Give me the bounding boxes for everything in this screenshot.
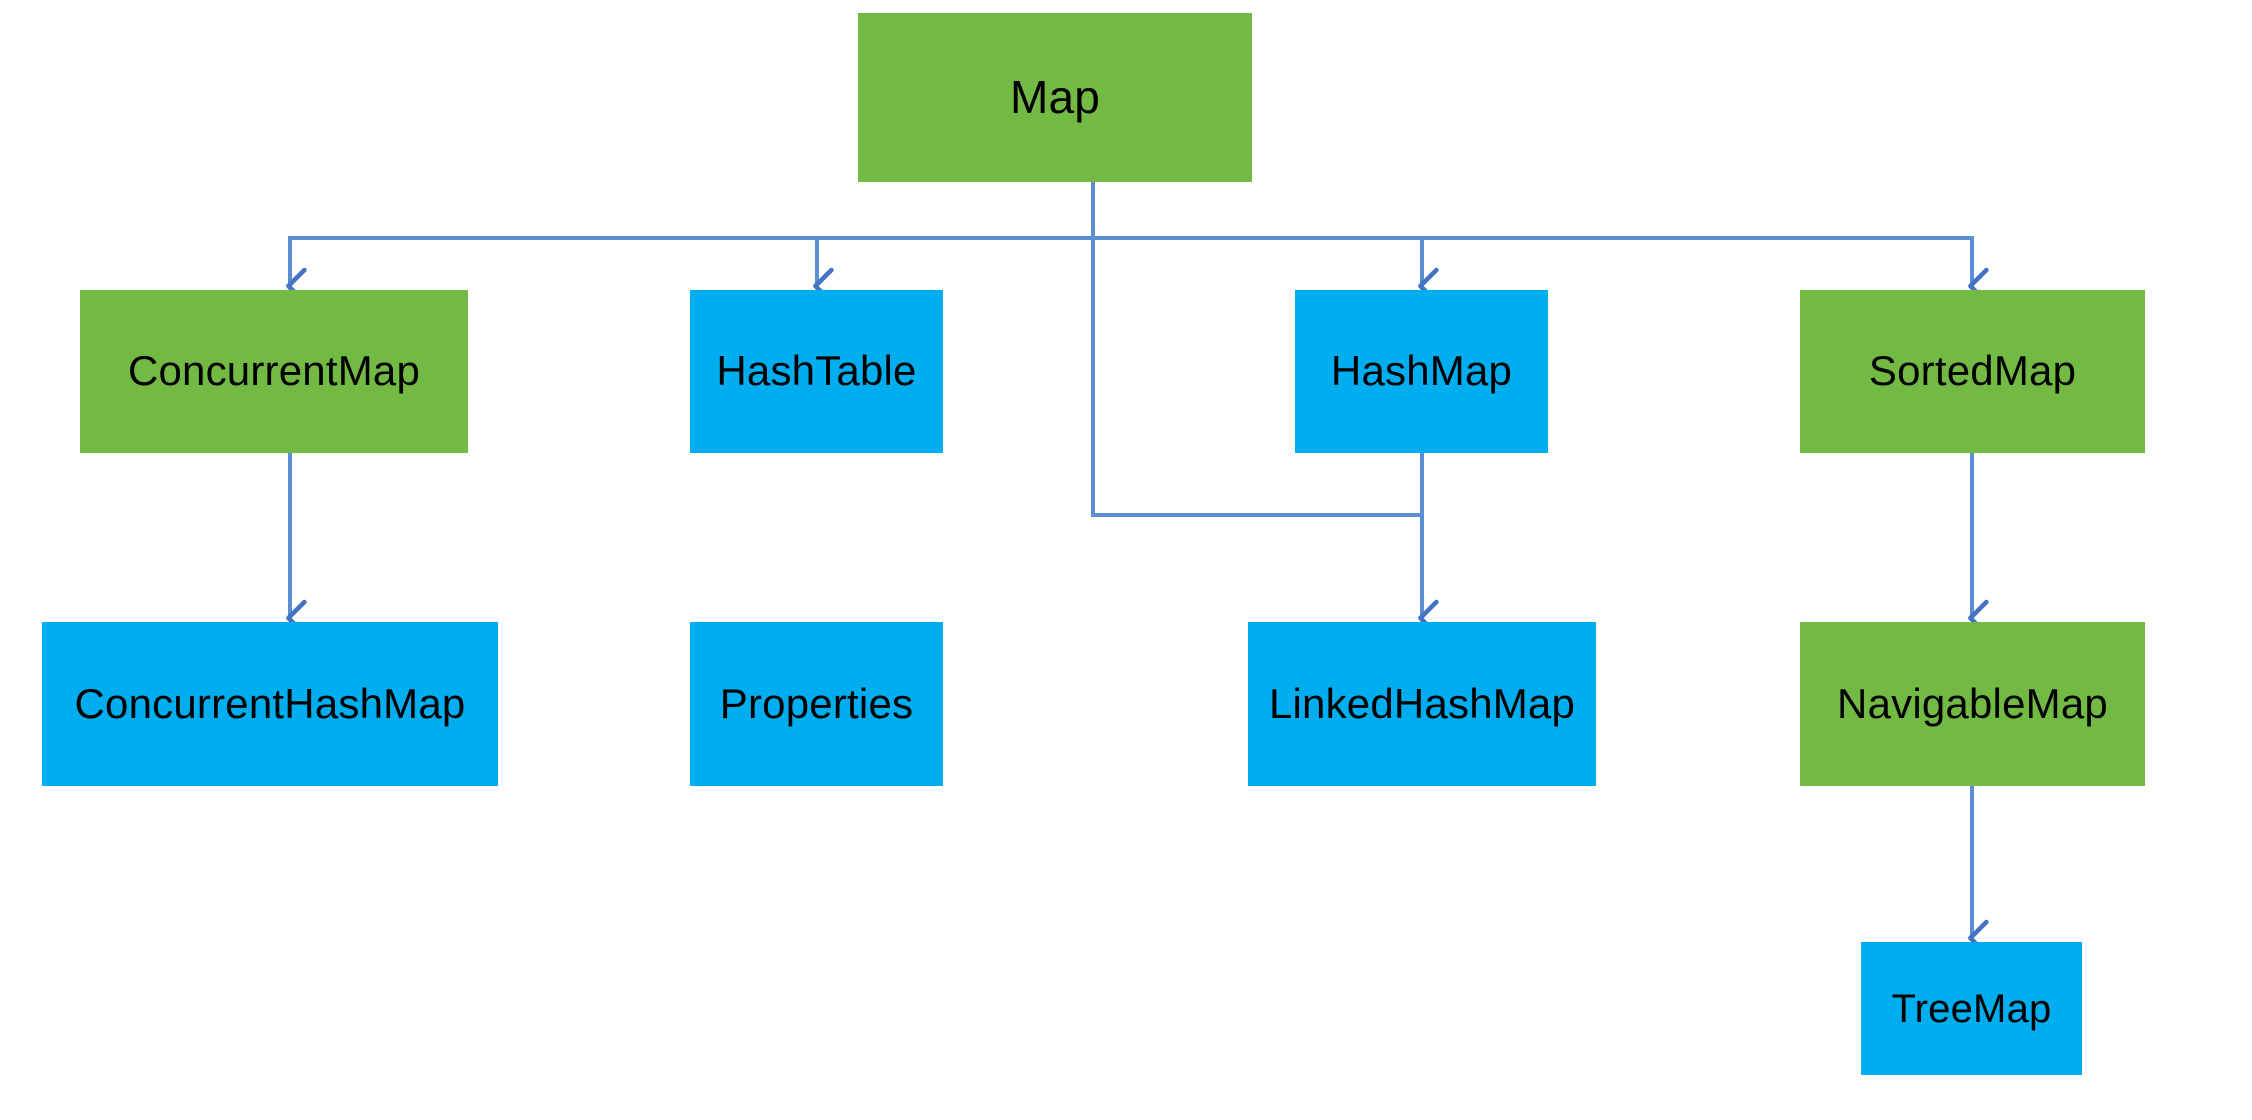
node-hashtable[interactable]: HashTable <box>690 290 943 453</box>
node-label-hashtable: HashTable <box>716 347 917 395</box>
node-label-map: Map <box>1009 71 1101 124</box>
node-label-concurrentmap: ConcurrentMap <box>127 347 421 395</box>
node-label-properties: Properties <box>719 679 914 727</box>
connector-map-concurrentmap <box>286 236 1093 305</box>
node-label-hashmap: HashMap <box>1330 347 1513 395</box>
node-properties[interactable]: Properties <box>690 622 943 786</box>
node-label-treemap: TreeMap <box>1891 986 2052 1031</box>
node-map[interactable]: Map <box>858 13 1252 182</box>
node-concurrentmap[interactable]: ConcurrentMap <box>80 290 468 453</box>
connector-map-hashtable <box>813 236 1093 305</box>
node-treemap[interactable]: TreeMap <box>1861 942 2082 1075</box>
node-label-linkedhashmap: LinkedHashMap <box>1268 679 1576 727</box>
node-label-navigablemap: NavigableMap <box>1837 679 2108 727</box>
connector-map-sortedmap <box>1093 236 1989 305</box>
node-sortedmap[interactable]: SortedMap <box>1800 290 2145 453</box>
node-label-sortedmap: SortedMap <box>1868 347 2077 395</box>
node-label-concurrenthashmap: ConcurrentHashMap <box>74 679 466 727</box>
node-navigablemap[interactable]: NavigableMap <box>1800 622 2145 786</box>
node-concurrenthashmap[interactable]: ConcurrentHashMap <box>42 622 498 786</box>
connector-map-hashmap <box>1093 236 1439 305</box>
node-hashmap[interactable]: HashMap <box>1295 290 1548 453</box>
node-linkedhashmap[interactable]: LinkedHashMap <box>1248 622 1596 786</box>
